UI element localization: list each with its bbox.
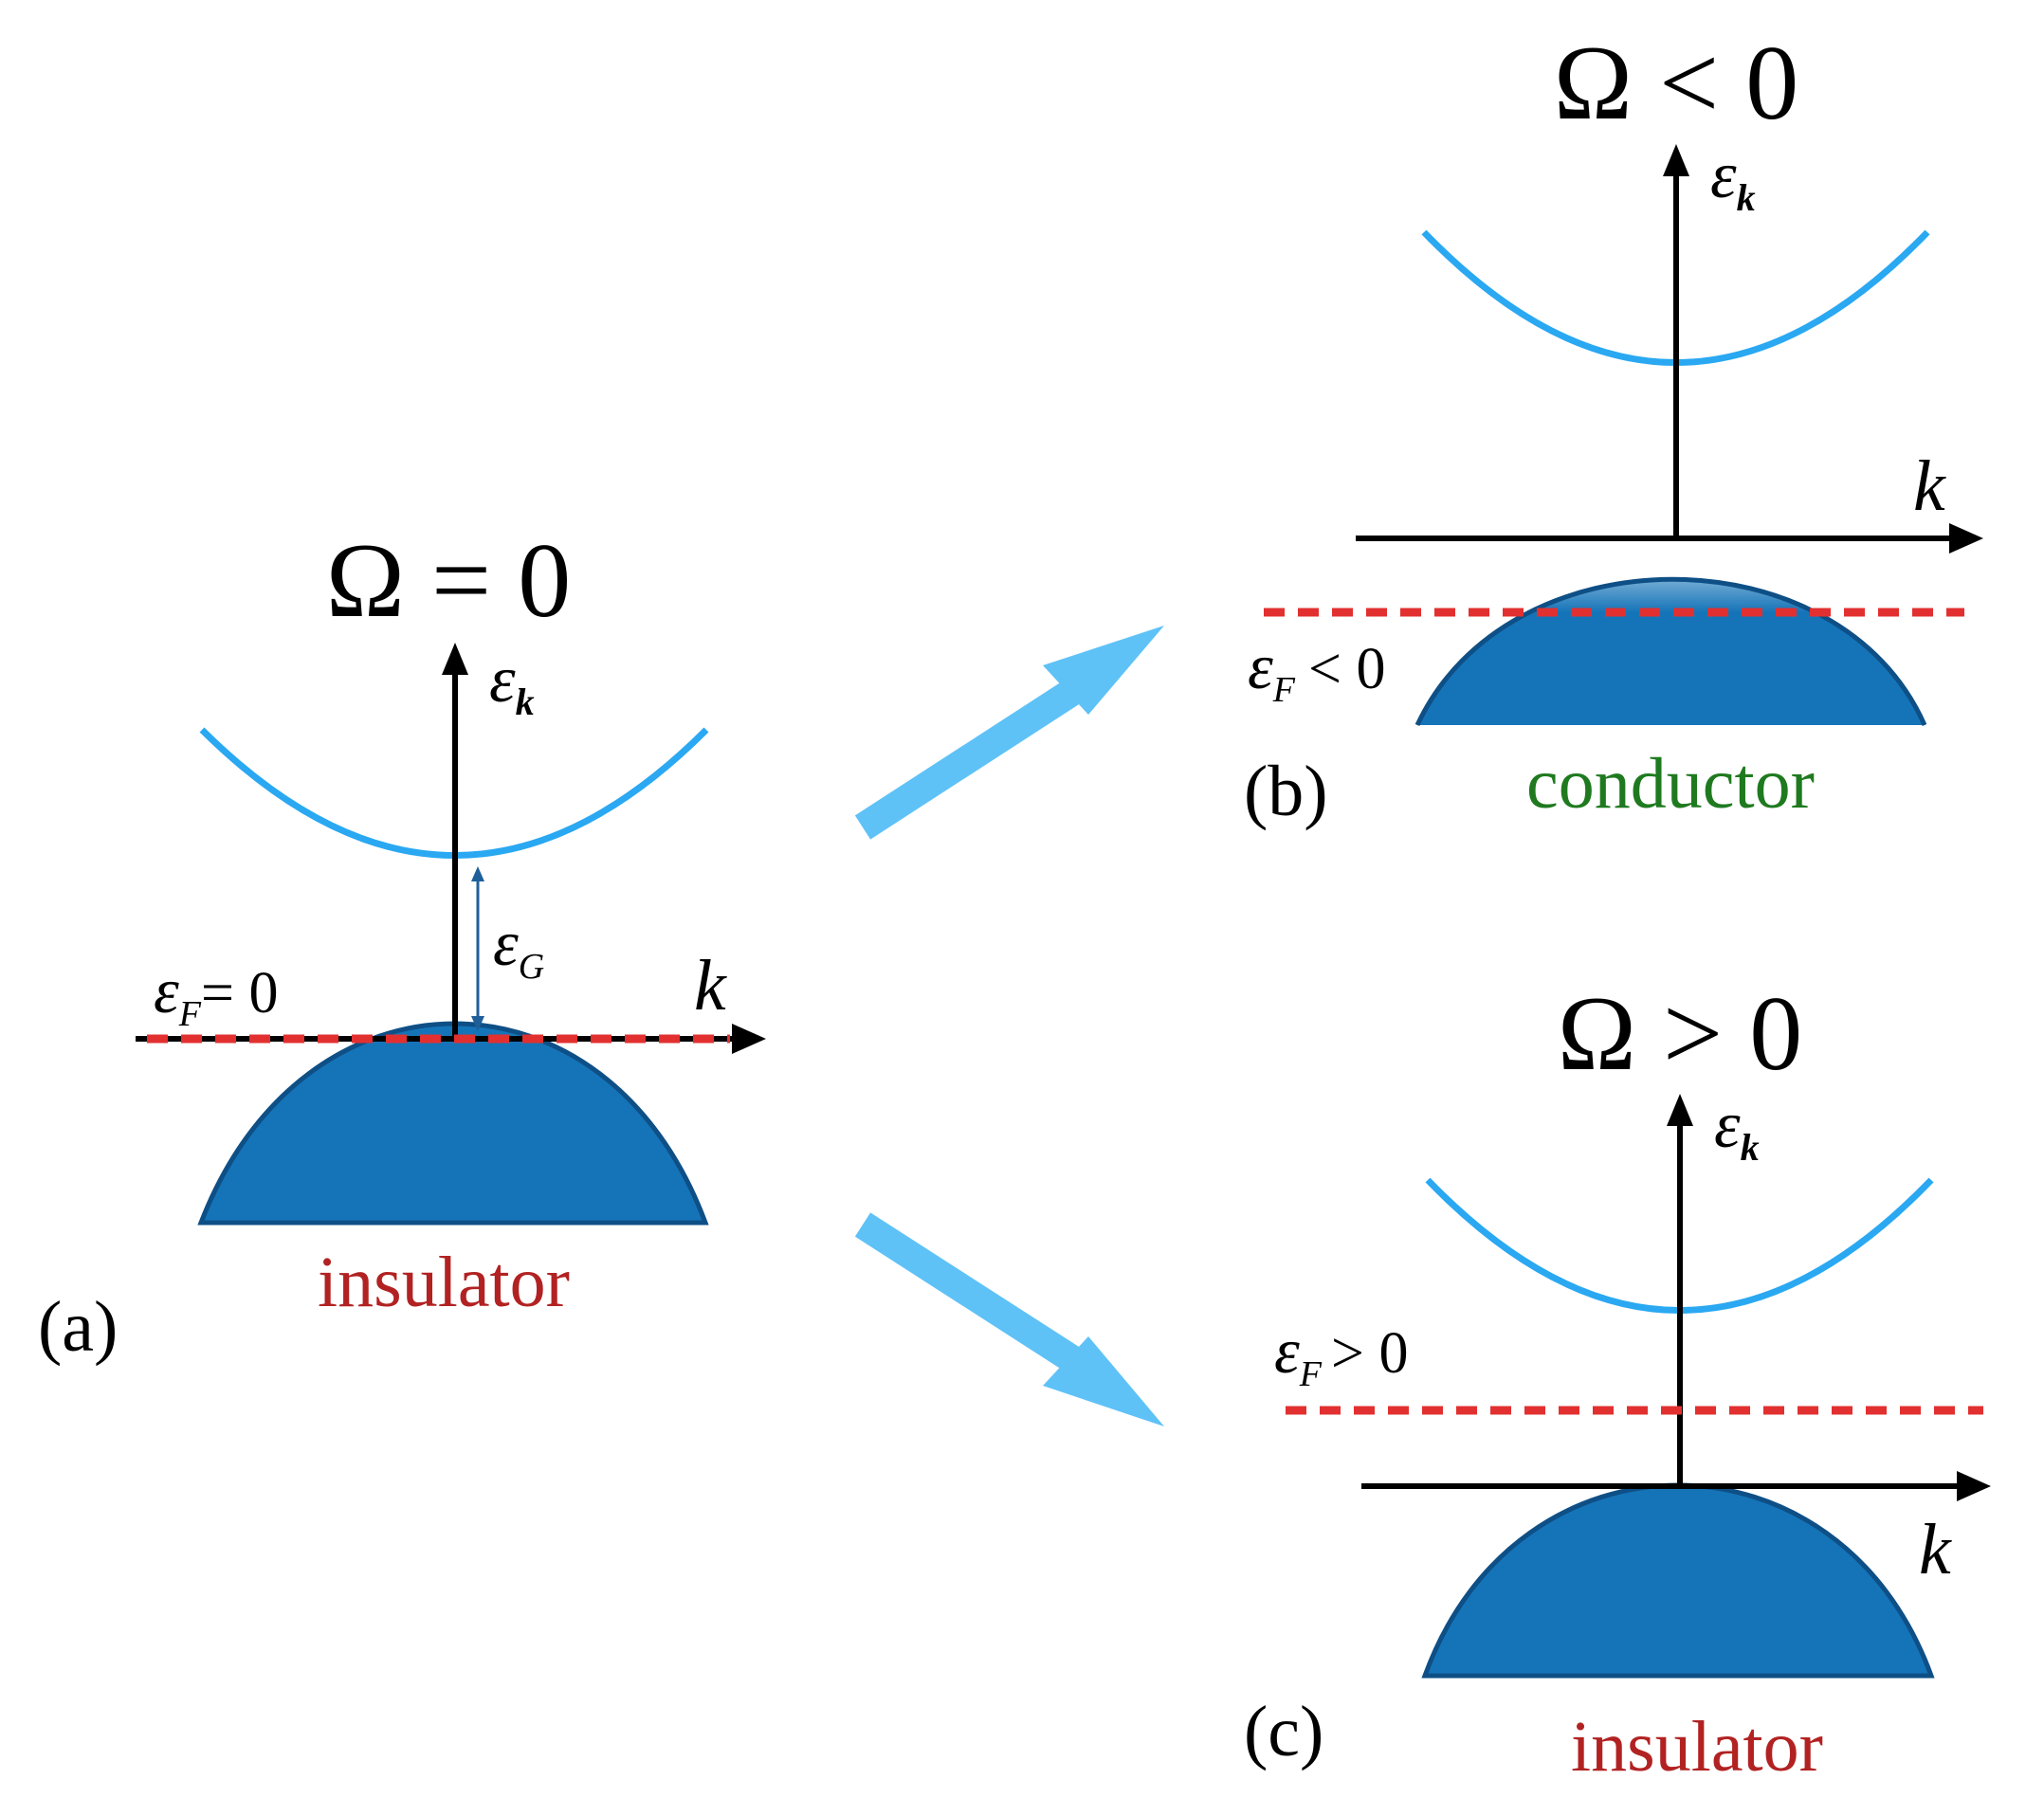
energy-axis-arrowhead-c: [1667, 1094, 1693, 1126]
momentum-axis-arrowhead-b: [1949, 523, 1983, 554]
panel-c-phase: insulator: [1571, 1707, 1823, 1787]
hole-pocket-b: [1417, 579, 1925, 612]
energy-axis-label-c: εk: [1714, 1089, 1760, 1169]
panel-c: Ω > 0 εk k εF> 0 (c) insulator: [1244, 975, 1991, 1787]
transition-arrow-to-b: [854, 626, 1164, 840]
panel-b: Ω < 0 εk k εF< 0 (b) conductor: [1244, 25, 1983, 831]
panel-c-label: (c): [1244, 1692, 1323, 1771]
fermi-label-c: εF> 0: [1274, 1315, 1408, 1394]
energy-axis-label-b: εk: [1710, 139, 1756, 219]
panel-a: Ω = 0 εk k εF= 0 εG (a) insulator: [38, 522, 766, 1367]
energy-axis-arrowhead-a: [442, 643, 468, 675]
transition-arrow-to-c: [854, 1212, 1164, 1426]
momentum-axis-arrowhead-c: [1957, 1471, 1991, 1501]
valence-band-edge-b: [1414, 576, 1927, 727]
energy-axis-arrowhead-b: [1663, 144, 1689, 176]
momentum-axis-label-b: k: [1913, 446, 1946, 526]
panel-b-phase: conductor: [1526, 744, 1815, 824]
panel-a-phase: insulator: [318, 1243, 570, 1322]
momentum-axis-label-a: k: [694, 946, 727, 1026]
energy-axis-label-a: εk: [489, 644, 535, 723]
panel-b-label: (b): [1244, 752, 1328, 831]
panel-a-title: Ω = 0: [326, 522, 571, 640]
gap-arrow-bottom-head-a: [471, 1016, 484, 1031]
valence-band-a: [197, 1021, 709, 1226]
gap-label-a: εG: [493, 907, 544, 987]
panel-b-title: Ω < 0: [1554, 25, 1798, 142]
valence-band-c: [1421, 1482, 1935, 1679]
panel-c-title: Ω > 0: [1558, 975, 1802, 1093]
panel-a-label: (a): [38, 1287, 118, 1367]
fermi-label-b: εF< 0: [1248, 630, 1385, 710]
momentum-axis-label-c: k: [1919, 1510, 1952, 1589]
fermi-label-a: εF= 0: [154, 954, 278, 1034]
momentum-axis-arrowhead-a: [732, 1024, 766, 1054]
gap-arrow-top-head-a: [471, 866, 484, 881]
